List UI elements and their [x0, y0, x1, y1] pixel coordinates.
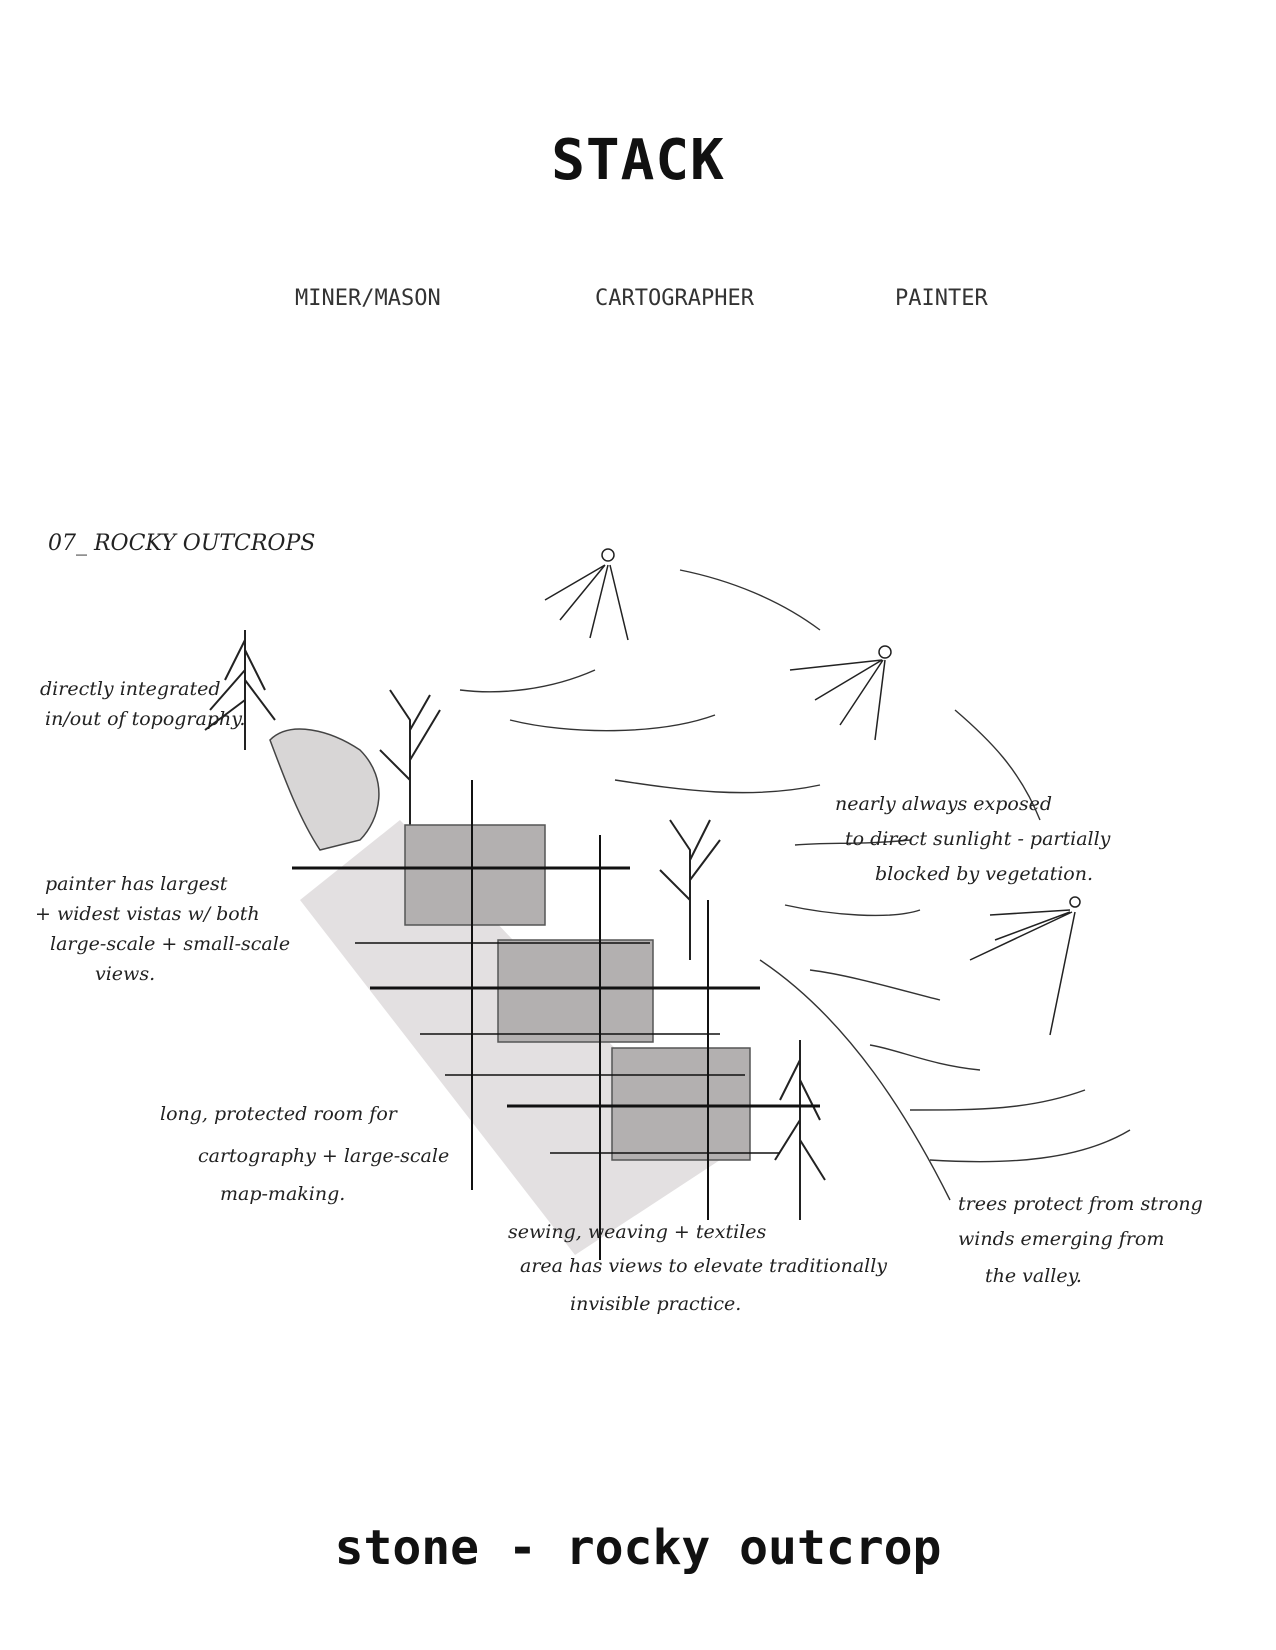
rocky-outcrop-sketch: 07_ ROCKY OUTCROPS directly integrated i…	[35, 531, 1203, 1315]
tree-left-icon	[204, 630, 276, 750]
note-sewing-2: area has views to elevate traditionally	[520, 1255, 887, 1277]
note-painter-4: views.	[95, 963, 155, 985]
note-trees-2: winds emerging from	[958, 1228, 1164, 1250]
note-trees-1: trees protect from strong	[958, 1193, 1203, 1215]
page-title: STACK	[551, 128, 725, 193]
note-cartography-3: map-making.	[220, 1183, 345, 1205]
tree-center-icon	[379, 689, 441, 840]
note-topography-2: in/out of topography.	[45, 708, 245, 730]
note-sunlight-2: to direct sunlight - partially	[845, 828, 1111, 850]
sewing-block	[611, 1047, 751, 1161]
note-painter-1: painter has largest	[45, 873, 228, 895]
note-painter-2: + widest vistas w/ both	[35, 903, 260, 925]
tree-right-icon	[659, 819, 826, 1220]
note-painter-3: large-scale + small-scale	[50, 933, 290, 955]
note-sewing-1: sewing, weaving + textiles	[508, 1221, 766, 1243]
note-sunlight-1: nearly always exposed	[835, 793, 1052, 815]
note-cartography-2: cartography + large-scale	[198, 1145, 449, 1167]
note-sewing-3: invisible practice.	[570, 1293, 741, 1315]
sun-icon	[544, 548, 1081, 1036]
arrows	[459, 569, 1131, 1201]
structure-lines	[292, 780, 820, 1260]
page-caption: stone - rocky outcrop	[334, 1520, 942, 1576]
nav-item-miner-mason[interactable]: MINER/MASON	[295, 286, 441, 311]
note-topography-1: directly integrated	[40, 678, 221, 700]
note-cartography-1: long, protected room for	[160, 1103, 399, 1125]
cartographer-block	[497, 939, 654, 1043]
nav-item-painter[interactable]: PAINTER	[895, 286, 988, 311]
sketch-label: 07_ ROCKY OUTCROPS	[48, 531, 315, 556]
painter-block	[404, 824, 546, 926]
nav-item-cartographer[interactable]: CARTOGRAPHER	[595, 286, 754, 311]
note-sunlight-3: blocked by vegetation.	[875, 863, 1093, 885]
note-trees-3: the valley.	[985, 1265, 1082, 1287]
rock-outline	[269, 728, 380, 851]
